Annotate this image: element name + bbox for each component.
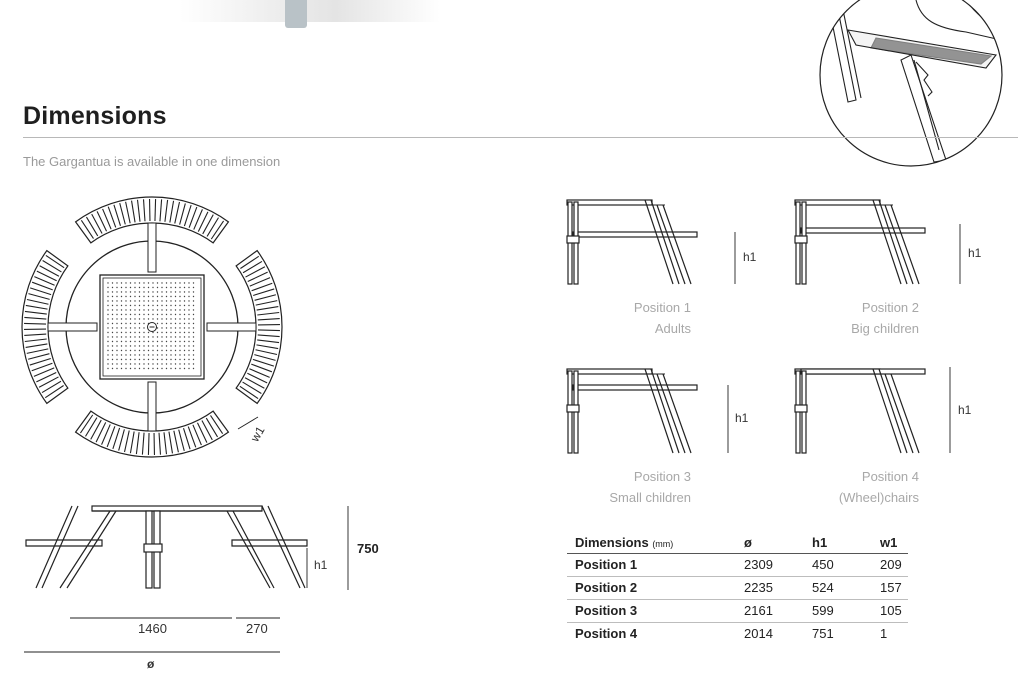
table-row: Position 1 2309 450 209 — [567, 553, 908, 577]
position-1-label: Adults — [654, 321, 691, 336]
row-diameter: 2309 — [736, 553, 804, 577]
row-w1: 209 — [872, 553, 908, 577]
position-3-h1-label: h1 — [735, 411, 749, 425]
product-photo-fragment — [180, 0, 440, 22]
position-4-name: Position 4 — [861, 469, 919, 484]
row-diameter: 2235 — [736, 576, 804, 600]
position-2-name: Position 2 — [861, 300, 919, 315]
row-name: Position 2 — [567, 576, 736, 600]
row-diameter: 2014 — [744, 626, 773, 641]
position-3-caption: Position 3 Small children — [590, 466, 691, 508]
table-header-unit: (mm) — [652, 539, 674, 549]
title-divider — [23, 137, 1018, 138]
position-2-caption: Position 2 Big children — [818, 297, 919, 339]
position-2-label: Big children — [851, 321, 919, 336]
position-4-drawing — [794, 367, 951, 454]
dimensions-table: Dimensions (mm) ø h1 w1 Position 1 2309 … — [567, 532, 908, 645]
table-row: Position 3 2161 599 105 — [567, 599, 908, 623]
product-photo-leg — [285, 0, 307, 28]
row-w1: 157 — [872, 576, 908, 600]
row-w1: 1 — [880, 626, 888, 641]
table-row: Position 4 2014 751 1 — [567, 623, 908, 646]
position-1-name: Position 1 — [633, 300, 691, 315]
position-3-name: Position 3 — [633, 469, 691, 484]
position-4-h1-label: h1 — [958, 403, 972, 417]
elevation-h1-label: h1 — [314, 558, 328, 572]
position-1-caption: Position 1 Adults — [590, 297, 691, 339]
position-1-h1-label: h1 — [743, 250, 757, 264]
row-diameter: 2161 — [736, 599, 804, 623]
table-header-w1: w1 — [872, 532, 908, 554]
detail-circle-illustration — [819, 0, 1003, 167]
position-4-caption: Position 4 (Wheel)chairs — [818, 466, 919, 508]
diameter-symbol: ø — [147, 657, 155, 671]
position-3-label: Small children — [609, 490, 691, 505]
plan-view-drawing — [21, 196, 283, 458]
width-side-label: 270 — [246, 621, 268, 636]
width-main-label: 1460 — [138, 621, 167, 636]
row-name: Position 4 — [575, 626, 638, 641]
row-name: Position 1 — [567, 553, 736, 577]
height-750-label: 750 — [357, 541, 379, 556]
table-header-row: Dimensions (mm) ø h1 w1 — [567, 532, 908, 554]
position-4-label: (Wheel)chairs — [838, 490, 919, 505]
table-header-title: Dimensions (mm) — [567, 532, 736, 554]
row-h1: 450 — [804, 553, 872, 577]
row-h1: 524 — [804, 576, 872, 600]
page-title: Dimensions — [23, 102, 167, 130]
row-w1: 105 — [872, 599, 908, 623]
position-1-drawing — [566, 199, 736, 285]
table-header-h1: h1 — [804, 532, 872, 554]
table-header-diameter: ø — [736, 532, 804, 554]
position-3-drawing — [566, 368, 729, 454]
position-2-drawing — [794, 199, 961, 285]
row-h1: 599 — [804, 599, 872, 623]
row-h1: 751 — [812, 626, 834, 641]
page-subtitle: The Gargantua is available in one dimens… — [23, 154, 281, 169]
elevation-drawing — [24, 505, 349, 653]
row-name: Position 3 — [567, 599, 736, 623]
table-row: Position 2 2235 524 157 — [567, 576, 908, 600]
position-2-h1-label: h1 — [968, 246, 982, 260]
